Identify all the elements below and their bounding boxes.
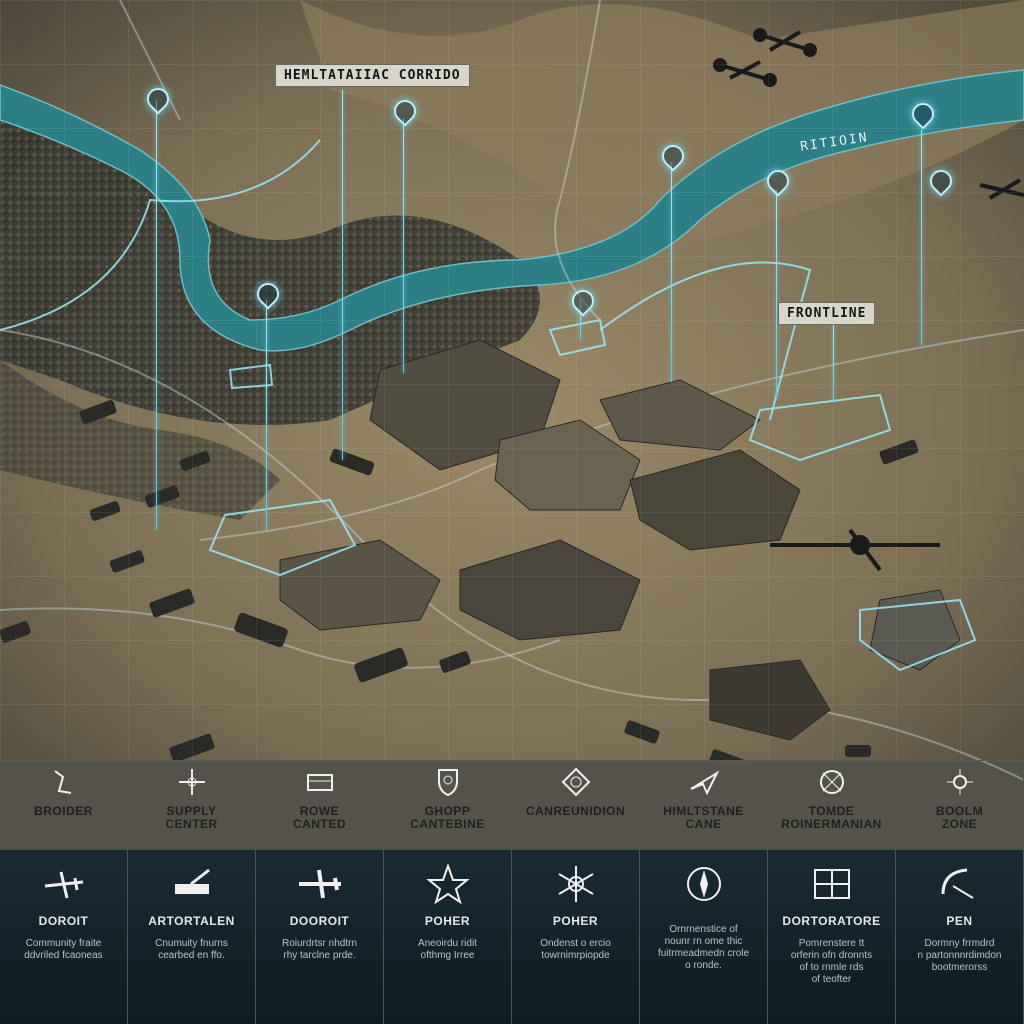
transport-plane-icon	[297, 864, 343, 904]
legend-bottom-label: POHER	[424, 914, 471, 928]
pin-connector-line	[580, 300, 581, 340]
pin-connector-line	[921, 130, 922, 345]
pin-connector-line	[156, 100, 157, 530]
corridor-connector-line	[342, 90, 343, 460]
humanitarian-corridor-tag[interactable]: HEMLTATAIIAC CORRIDO	[275, 64, 470, 87]
target-reticle-icon	[817, 767, 847, 797]
diamond-emblem-icon	[561, 767, 591, 797]
legend-bottom-label: PEN	[946, 914, 973, 928]
artillery-icon	[169, 864, 215, 904]
compass-rose-icon	[681, 864, 727, 904]
aircraft-icon	[41, 864, 87, 904]
radar-dish-icon	[937, 864, 983, 904]
star-emblem-icon	[425, 863, 471, 905]
legend-cell-top: BROIDER	[0, 761, 127, 850]
crosshair-icon	[177, 767, 207, 797]
legend-bottom-label: ARTORTALEN	[148, 914, 235, 928]
legend-bottom-label: DOROIT	[38, 914, 89, 928]
legend-bottom-label: POHER	[552, 914, 599, 928]
pin-connector-line	[671, 162, 672, 382]
map-grid	[0, 0, 1024, 760]
frontline-connector-line	[833, 322, 834, 402]
legend-cell-top: CANREUNIDION	[512, 761, 639, 850]
supply-box-icon	[305, 767, 335, 797]
shield-crest-icon	[433, 767, 463, 797]
aircraft-arrow-icon	[689, 767, 719, 797]
sun-crest-icon	[945, 767, 975, 797]
grid-frame-icon	[809, 864, 855, 904]
legend-bottom-label: DORTORATORE	[782, 914, 881, 928]
legend-top-label: CANREUNIDION	[525, 804, 626, 818]
route-marker-icon	[49, 767, 79, 797]
pin-connector-line	[776, 190, 777, 400]
frontline-tag[interactable]: FRONTLINE	[778, 302, 876, 325]
burst-emblem-icon	[553, 864, 599, 904]
legend-top-label: BROIDER	[34, 804, 93, 818]
legend-bottom-label: DOOROIT	[289, 914, 350, 928]
pin-connector-line	[266, 300, 267, 530]
pin-connector-line	[403, 118, 404, 373]
